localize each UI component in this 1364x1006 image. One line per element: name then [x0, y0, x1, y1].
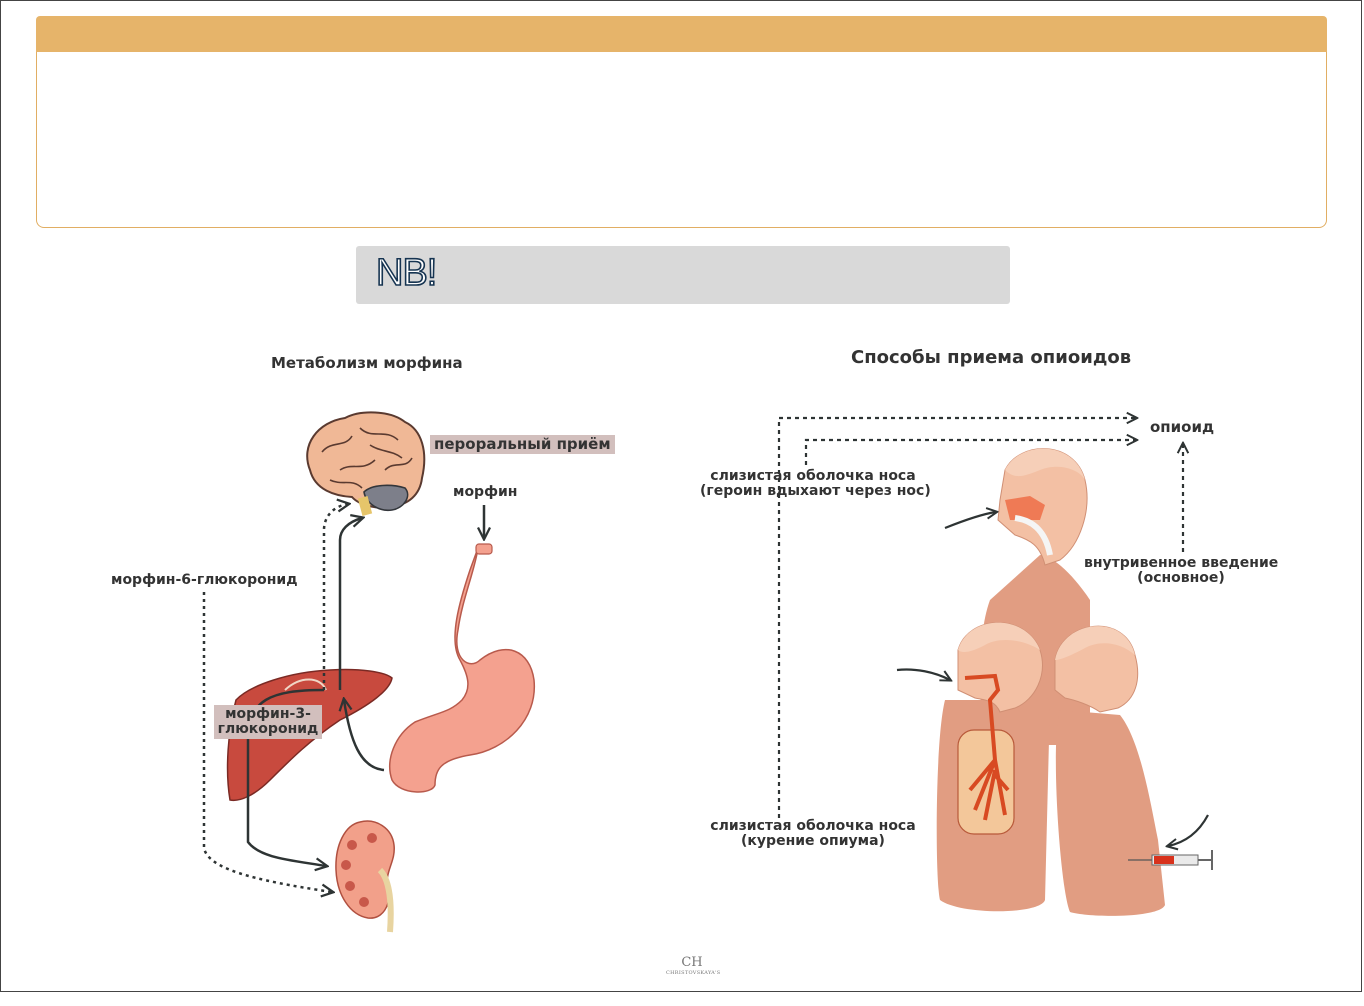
liver-to-kidney-arrow — [246, 688, 326, 866]
m3g-label: морфин-3- глюкоронид — [214, 705, 322, 739]
m3g-label-line1: морфин-3- — [225, 706, 311, 722]
iv-intake-arrow — [1168, 814, 1209, 846]
m6g-label: морфин-6-глюкоронид — [111, 572, 298, 588]
kidney-icon — [335, 820, 395, 933]
syringe-icon — [1128, 850, 1213, 870]
header-bar — [36, 16, 1327, 52]
smoking-route-line2: (курение опиума) — [741, 833, 885, 849]
stomach-icon — [389, 543, 535, 793]
logo-text: CHRISTOVSKAYA'S — [666, 970, 721, 976]
smoking-route-label: слизистая оболочка носа (курение опиума) — [706, 819, 920, 849]
routes-title: Способы приема опиоидов — [851, 347, 1132, 368]
morphine-label: морфин — [453, 484, 518, 500]
author-logo: CH CHRISTOVSKAYA'S — [666, 955, 721, 977]
m3g-label-line2: глюкоронид — [217, 721, 319, 737]
body-injection-icon — [1054, 625, 1165, 916]
m6g-to-brain-dotted-arrow — [322, 504, 348, 690]
liver-to-brain-arrow — [338, 518, 362, 690]
header-content-box — [36, 52, 1327, 228]
logo-mark: CH — [681, 955, 703, 970]
stomach-to-liver-arrow — [344, 700, 385, 772]
nasal-route-line1: слизистая оболочка носа — [710, 468, 916, 484]
smoking-intake-arrow — [896, 668, 950, 680]
smoking-route-line1: слизистая оболочка носа — [710, 818, 916, 834]
nasal-route-label: слизистая оболочка носа (героин вдыхают … — [700, 468, 931, 499]
nasal-intake-arrow — [944, 512, 996, 530]
iv-route-label: внутривенное введение (основное) — [1084, 556, 1278, 586]
iv-route-line2: (основное) — [1137, 570, 1225, 586]
smoking-route-dotted-arrow — [777, 418, 1136, 818]
nasal-route-dotted-arrow — [804, 440, 1136, 465]
m6g-to-kidney-dotted-arrow — [202, 592, 332, 892]
brain-icon — [306, 411, 426, 516]
nasal-route-line2: (героин вдыхают через нос) — [700, 483, 931, 499]
nb-banner — [356, 246, 1010, 304]
iv-route-line1: внутривенное введение — [1084, 555, 1279, 571]
oral-intake-label: пероральный приём — [430, 435, 615, 454]
nb-label: NB! — [375, 251, 438, 295]
opioid-label: опиоид — [1150, 418, 1215, 436]
head-smoking-icon — [936, 622, 1050, 912]
metabolism-title: Метаболизм морфина — [271, 354, 463, 372]
